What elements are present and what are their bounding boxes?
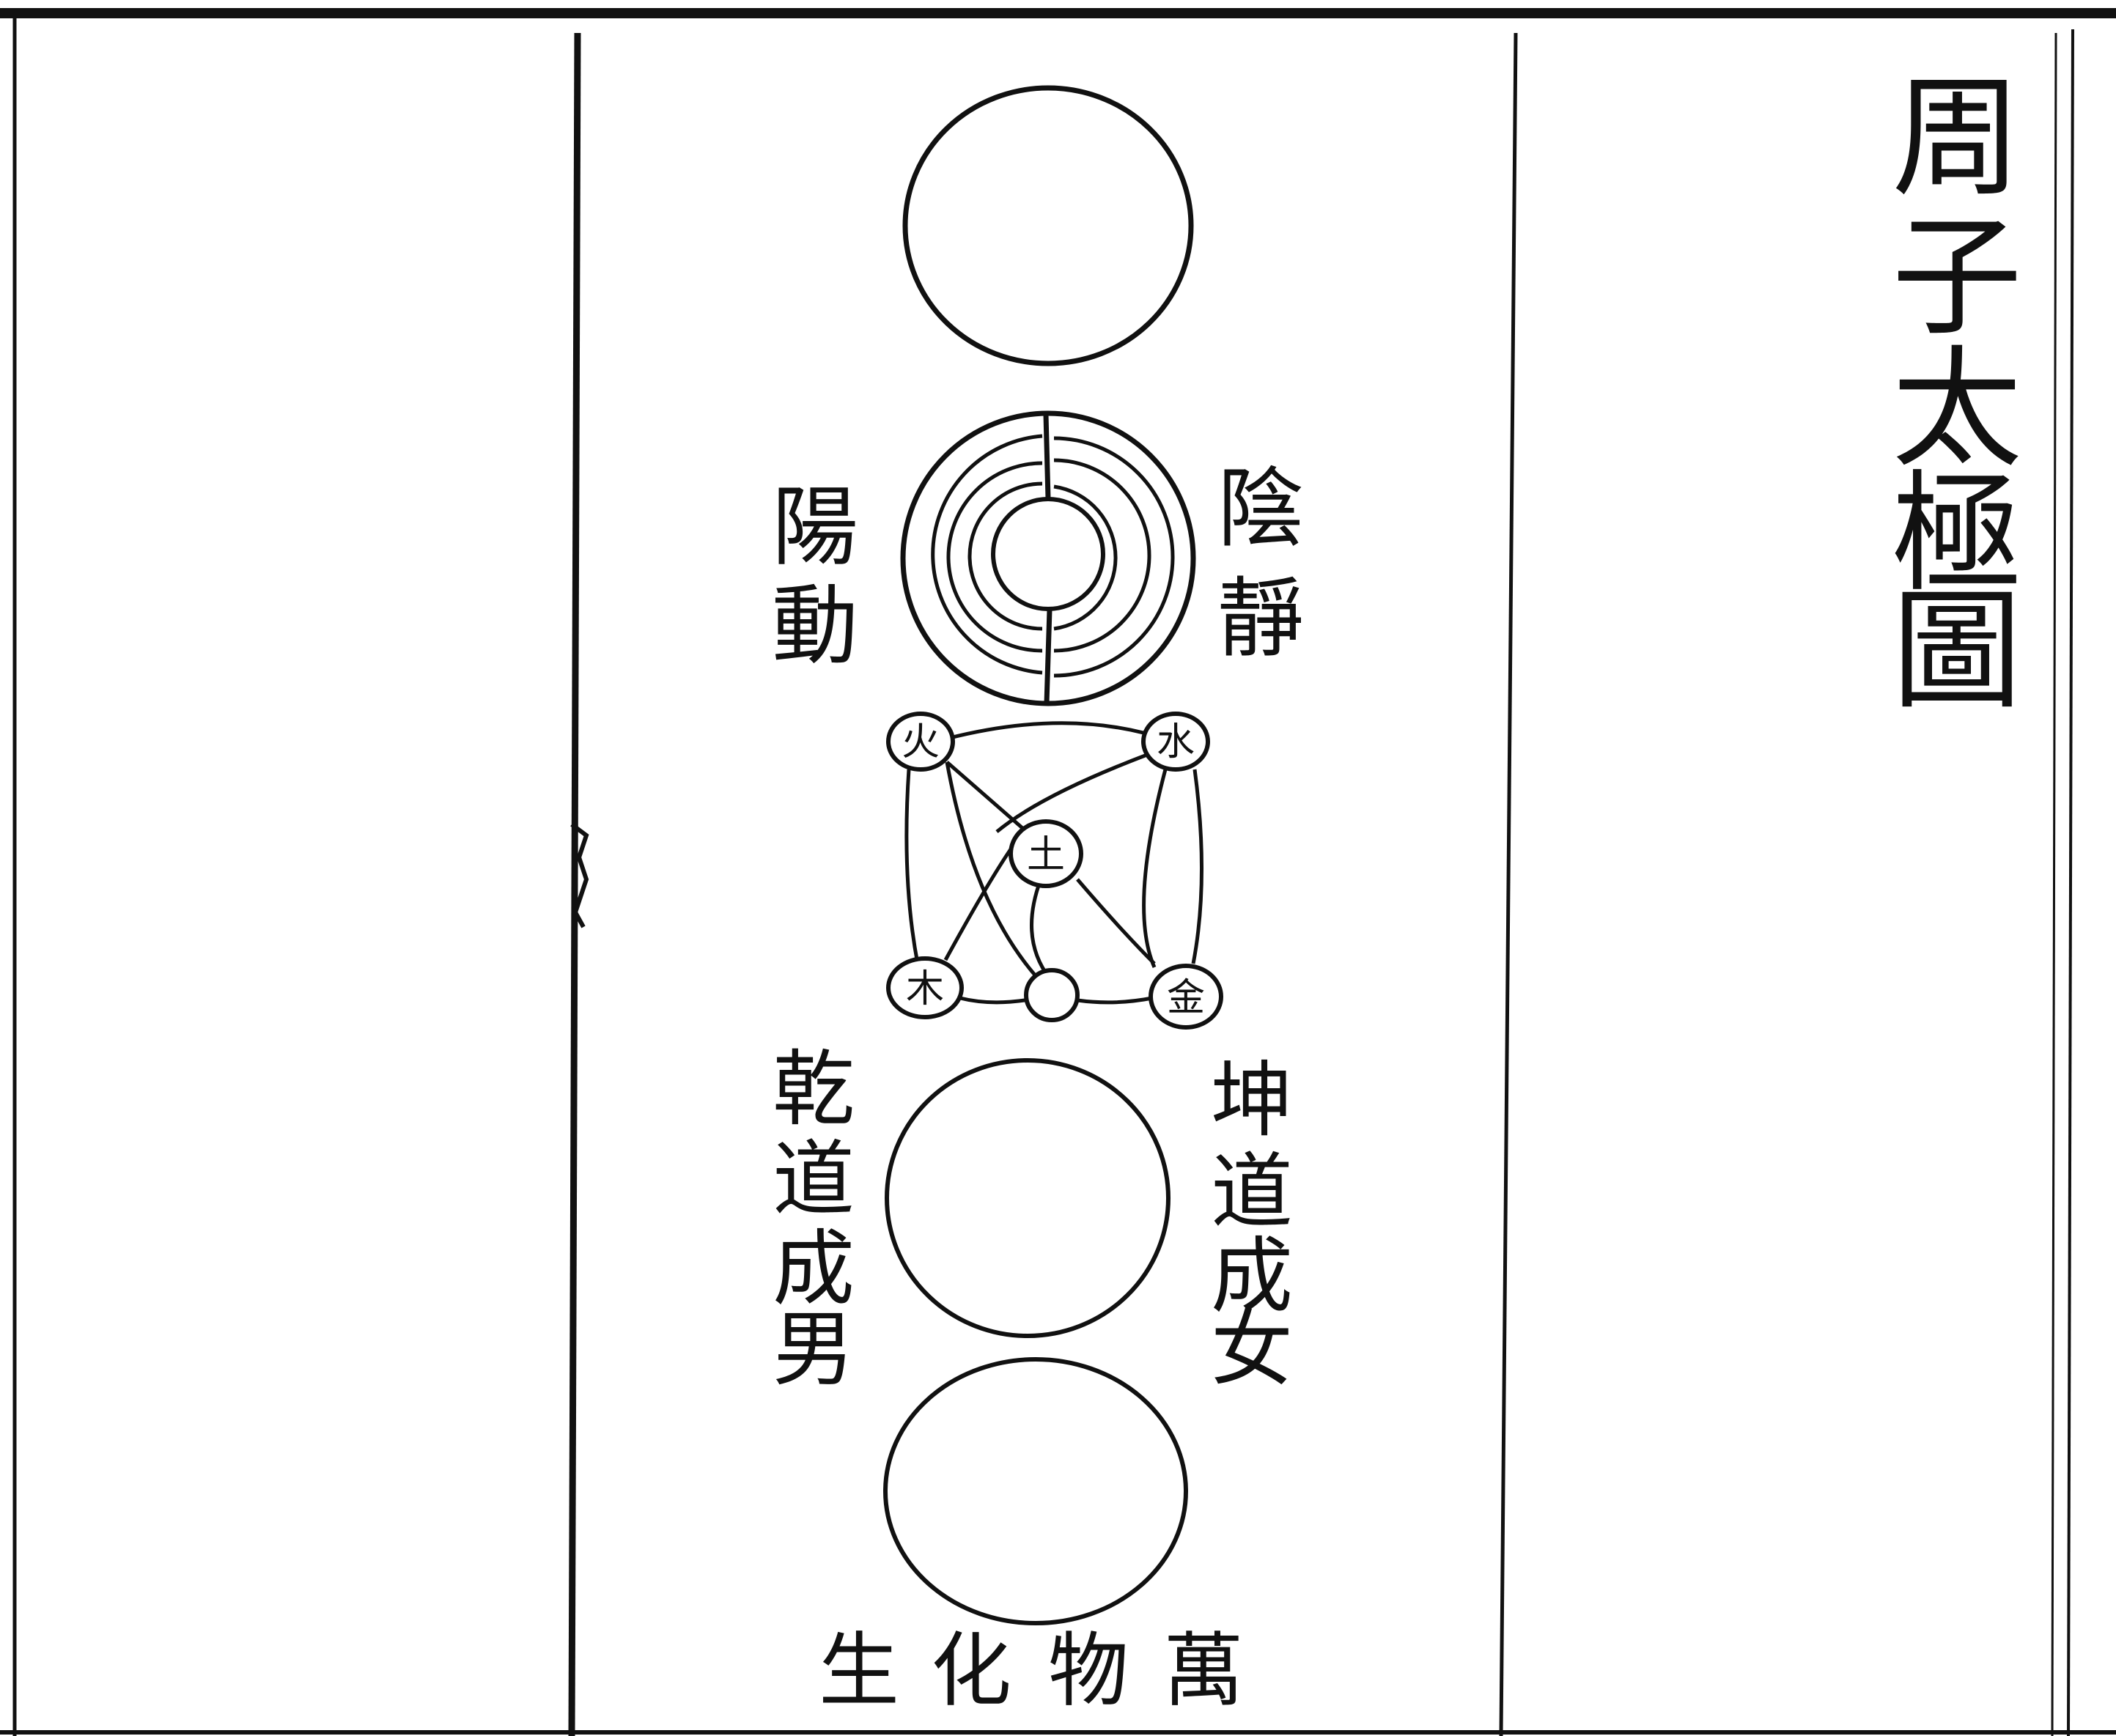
yin-yang-divider-top: [1043, 414, 1051, 499]
earth-label: 土: [1027, 833, 1065, 877]
taiji-empty-circle: [902, 85, 1194, 366]
center-column-right-rule: [1499, 32, 1518, 1736]
fire-label: 火: [902, 720, 940, 764]
phase-line-fire-metal: [945, 761, 1050, 991]
phase-line-water-metal-outer: [1191, 769, 1204, 964]
center-column-left-rule: [568, 32, 581, 1736]
yang-dong-char: 動: [772, 575, 858, 676]
page-title: 周 子 太 極 圖: [1892, 62, 2022, 727]
yin-jing-char: 陰: [1217, 458, 1304, 559]
yin-jing-char: 靜: [1217, 568, 1304, 669]
qian-dao-char: 乾: [773, 1042, 855, 1137]
wood-node: [886, 956, 964, 1019]
myriad-things-char: 萬: [1163, 1624, 1244, 1718]
myriad-things-label: 生 化 物 萬: [819, 1624, 1244, 1718]
kun-dao-char: 坤: [1211, 1053, 1293, 1148]
phase-line-earth-base: [1030, 879, 1051, 980]
phase-line-fire-earth: [945, 761, 1024, 830]
phase-line-wood-base: [959, 996, 1025, 1005]
yin-yang-ring-right-3: [1053, 484, 1118, 631]
yin-yang-ring-left-1: [931, 434, 1043, 675]
earth-node: [1009, 819, 1083, 888]
kun-dao-char: 成: [1211, 1229, 1293, 1324]
myriad-things-char: 化: [931, 1624, 1011, 1718]
metal-node: [1149, 964, 1223, 1030]
yin-yang-ring-left-2: [946, 461, 1043, 653]
qian-dao-char: 男: [773, 1302, 855, 1397]
phase-line-fire-wood-outer: [904, 769, 920, 964]
five-phases-nodes: [886, 712, 1223, 1030]
myriad-things-char: 物: [1048, 1624, 1129, 1718]
title-char: 極: [1892, 458, 2022, 610]
myriad-things-circle: [883, 1357, 1188, 1625]
binding-mark: [570, 822, 589, 928]
phase-line-base-metal: [1077, 996, 1153, 1005]
title-char: 圖: [1892, 575, 2022, 727]
phase-line-wood-earth: [943, 841, 1017, 961]
phase-line-earth-metal: [1076, 878, 1156, 965]
qian-dao-label: 乾 道 成 男: [773, 1042, 855, 1397]
title-column-inner-rule: [2051, 32, 2057, 1736]
qian-dao-char: 道: [773, 1132, 855, 1227]
phase-line-fire-water-arc: [946, 721, 1144, 741]
five-phases-diagram: [904, 721, 1204, 1005]
base-node: [1024, 968, 1080, 1022]
title-char: 周: [1892, 62, 2022, 214]
yin-jing-label: 陰 靜: [1217, 458, 1304, 669]
qian-dao-char: 成: [773, 1222, 855, 1317]
yang-dong-char: 陽: [772, 476, 858, 577]
yin-yang-ring-right-1: [1053, 436, 1175, 678]
yin-yang-divider-bottom: [1044, 609, 1053, 704]
fire-node: [886, 712, 955, 772]
title-char: 子: [1892, 202, 2022, 353]
qian-kun-circle: [885, 1058, 1171, 1338]
page-frame: [0, 8, 2116, 1736]
kun-dao-label: 坤 道 成 女: [1211, 1053, 1293, 1397]
wood-label: 木: [906, 967, 944, 1011]
yin-yang-inner-circle: [991, 497, 1105, 611]
phase-line-water-earth: [995, 753, 1148, 833]
metal-label: 金: [1167, 976, 1205, 1020]
kun-dao-char: 道: [1211, 1145, 1293, 1240]
phase-line-water-base: [1142, 769, 1168, 969]
title-char: 太: [1892, 333, 2022, 485]
yin-yang-circle: [900, 410, 1196, 706]
yin-yang-ring-left-3: [967, 481, 1043, 631]
five-phases-labels: 火 水 土 木 金: [902, 720, 1205, 1020]
frame-right-border: [2067, 29, 2074, 1736]
water-label: 水: [1157, 720, 1195, 764]
water-node: [1141, 712, 1210, 772]
yin-yang-ring-right-2: [1053, 458, 1151, 653]
kun-dao-char: 女: [1211, 1302, 1293, 1397]
myriad-things-char: 生: [819, 1624, 899, 1718]
yang-dong-label: 陽 動: [772, 476, 858, 676]
